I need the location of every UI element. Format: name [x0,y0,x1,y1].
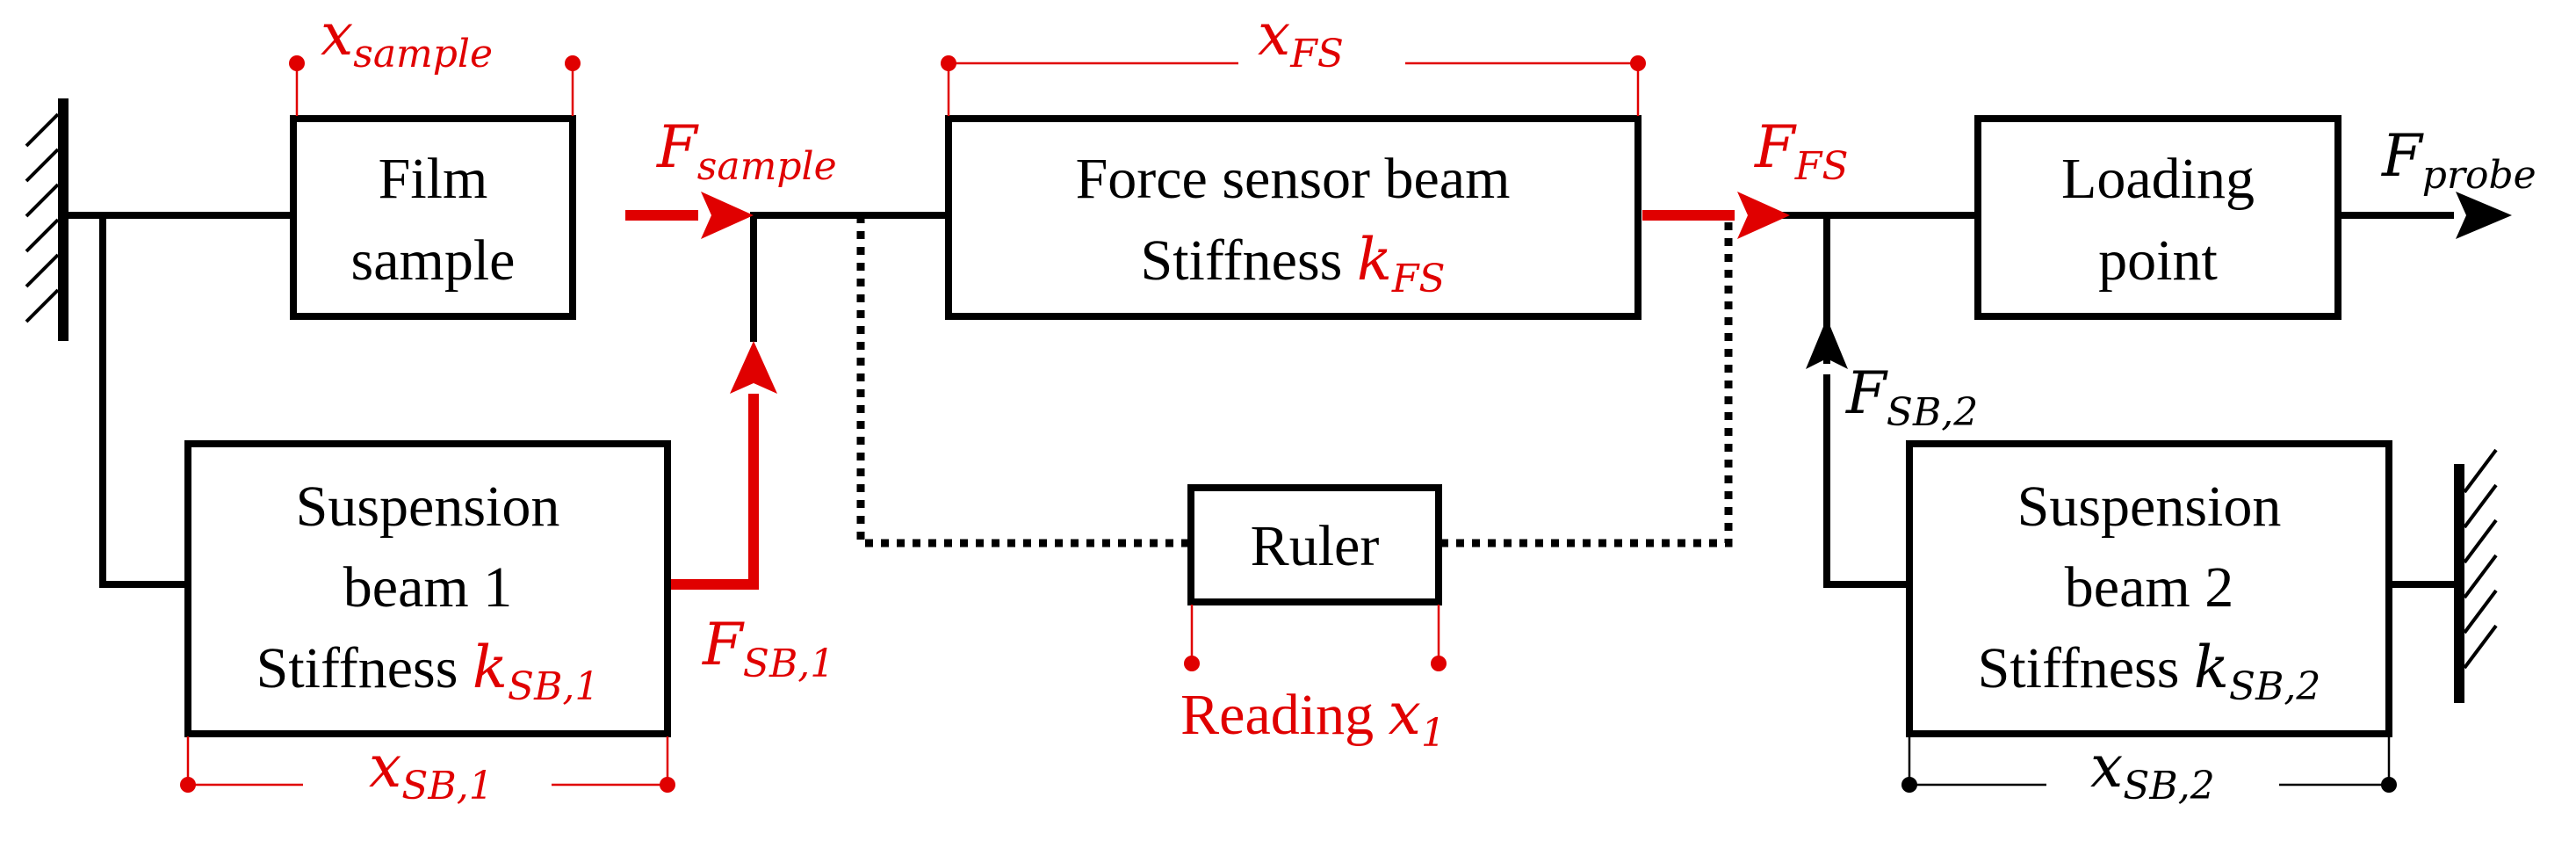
k-fs-symbol: k [1357,226,1392,294]
k-sb1-symbol: k [473,634,508,701]
right-wall [2454,448,2498,703]
suspension-2-stiffness: Stiffness kSB,2 [1978,634,2321,709]
suspension-2-label-2: beam 2 [2065,555,2233,620]
x-fs-dimension: xFS [941,1,1646,116]
suspension-1-stiffness: Stiffness kSB,1 [256,634,600,709]
connection-wires [65,212,2463,588]
f-fs-arrowhead [1737,192,1790,239]
f-sb1-label: FSB,1 [702,611,834,686]
ruler-block: Ruler [1187,484,1442,605]
loading-point-label-2: point [2098,228,2218,293]
f-probe-label: Fprobe [2381,122,2536,198]
f-fs-label: FFS [1754,113,1848,189]
ruler-label: Ruler [1251,514,1380,578]
red-force-paths [625,192,1790,590]
suspension-beam-1-block: Suspension beam 1 Stiffness kSB,1 [184,440,671,737]
suspension-2-label-1: Suspension [2017,475,2282,539]
f-probe-arrowhead [2456,192,2512,239]
film-sample-label-1: Film [379,147,488,211]
film-sample-label-2: sample [351,228,516,293]
suspension-1-label-1: Suspension [296,475,560,539]
x-sb1-label: xSB,1 [369,733,494,808]
ruler-dotted-lines [856,215,1733,547]
loading-point-block: Loading point [1974,115,2341,320]
k-sb2-symbol: k [2194,634,2229,701]
black-arrows [1806,192,2512,369]
force-sensor-label: Force sensor beam [1076,147,1511,211]
x-fs-label: xFS [1258,1,1344,76]
f-sb2-label: FSB,2 [1845,359,1978,435]
ruler-reading: Reading x1 [1180,605,1447,756]
f-sb2-arrowhead [1806,318,1848,369]
suspension-1-label-2: beam 1 [343,555,512,620]
x-sample-dimension: xsample [289,1,581,116]
f-sb1-arrowhead [730,341,777,394]
force-sensor-block: Force sensor beam Stiffness kFS [945,115,1642,320]
film-sample-block: Film sample [290,115,576,320]
loading-point-label-1: Loading [2061,147,2255,211]
x-sb2-label: xSB,2 [2090,733,2215,808]
force-sensor-stiffness: Stiffness kFS [1141,226,1446,301]
reading-label: Reading x1 [1180,680,1446,756]
x-sb2-dimension: xSB,2 [1901,733,2397,808]
f-sample-label: Fsample [656,113,837,189]
left-wall [25,98,69,341]
suspension-beam-2-block: Suspension beam 2 Stiffness kSB,2 [1906,440,2392,737]
x-sb1-dimension: xSB,1 [180,733,675,808]
f-sample-arrowhead [701,192,754,239]
x-sample-label: xsample [321,1,493,76]
